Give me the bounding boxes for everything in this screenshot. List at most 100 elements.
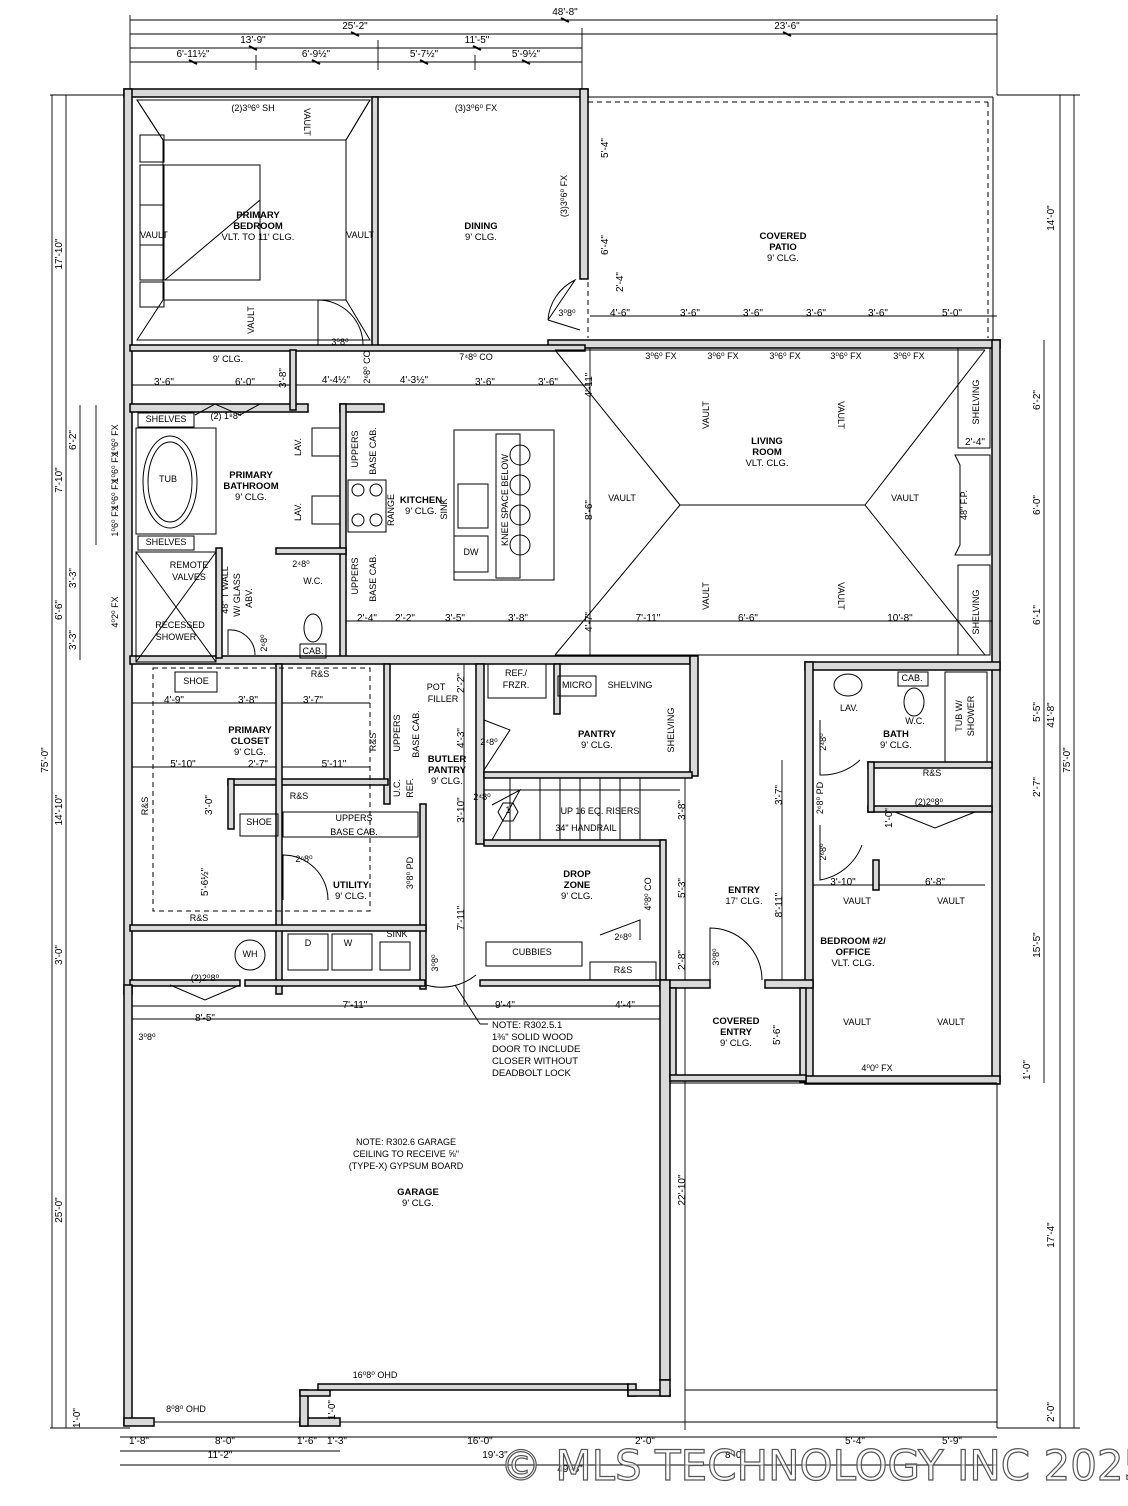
label-4: 3⁰8⁰ — [331, 337, 349, 347]
label-39: R&S — [923, 768, 942, 778]
label-43: 34" HANDRAIL — [555, 823, 616, 833]
door-note-line-2: 1⅜" SOLID WOOD — [492, 1032, 573, 1043]
room-ceiling: 9' CLG. — [405, 506, 437, 517]
room-name-line-2: ROOM — [752, 447, 782, 458]
dimension-interior_v-19: 22'-10" — [677, 1174, 688, 1205]
vertical-label-44: 3⁰8⁰ — [711, 948, 721, 966]
door-note-line-1: NOTE: R302.5.1 — [492, 1020, 562, 1031]
dimension-tick — [248, 45, 258, 51]
label-11: 3⁰6⁰ FX — [830, 351, 861, 361]
label-0: (2)3⁰6⁰ SH — [231, 103, 274, 113]
dimension-interior-20: 4'-9" — [164, 695, 184, 706]
room-ceiling: 9' CLG. — [581, 740, 613, 751]
vertical-label-33: BASE CAB. — [411, 710, 421, 758]
vertical-label-43: 3⁰8⁰ — [430, 954, 440, 972]
room-name-line-2: ZONE — [564, 880, 590, 891]
dimension-tick — [311, 59, 321, 65]
dimension-interior_v-15: 2'-8" — [677, 950, 688, 970]
dimension-tick — [472, 45, 482, 51]
dimension-interior-0: 3'-6" — [154, 377, 174, 388]
room-ceiling: 9' CLG. — [561, 891, 593, 902]
dimension-top-8: 5'-9½" — [512, 49, 541, 60]
dimension-bottom-10: 19'-3" — [482, 1450, 508, 1461]
label-55: D — [305, 938, 312, 948]
dimension-top-4: 11'-5" — [465, 35, 490, 46]
vertical-label-20: 4⁰2⁰ FX — [110, 596, 120, 627]
dimension-interior_v-16: 5'-6" — [772, 1025, 783, 1045]
label-33: POT — [427, 682, 446, 692]
dimension-bottom-2: 1'-6" — [297, 1436, 317, 1447]
vertical-label-28: SHELVING — [971, 590, 981, 635]
label-61: 3⁰8⁰ — [138, 1032, 156, 1042]
dimension-bottom-3: 1'-3" — [327, 1436, 347, 1447]
dimension-interior-17: 7'-11" — [636, 613, 661, 624]
vertical-label-18: W/ GLASS — [232, 573, 242, 617]
dimension-bottom-8: 5'-9" — [942, 1436, 962, 1447]
vertical-label-2: (3)3⁰6⁰ FX — [559, 175, 569, 217]
dimension-interior-6: 4'-6" — [610, 308, 630, 319]
label-56: W — [344, 938, 353, 948]
dimension-interior_v-3: 3'-8" — [278, 368, 289, 388]
dimension-bottom-11: 49'-6" — [557, 1464, 583, 1475]
label-32: SHELVING — [608, 680, 653, 690]
vertical-label-21: 2⁶8⁰ — [259, 634, 269, 652]
label-41: (2)2⁰8⁰ — [915, 797, 944, 807]
label-34: FILLER — [428, 694, 459, 704]
vertical-label-34: R&S — [368, 733, 378, 752]
dimension-bottom-0: 1'-8" — [129, 1436, 149, 1447]
label-3: VAULT — [346, 230, 374, 240]
dimension-interior-24: 2'-7" — [248, 759, 268, 770]
dimension-interior-23: 5'-10" — [170, 759, 196, 770]
room-ceiling: 9' CLG. — [720, 1038, 752, 1049]
fixtures — [135, 99, 991, 1001]
dimension-interior-21: 3'-8" — [238, 695, 258, 706]
dimension-top-7: 5'-7½" — [410, 49, 439, 60]
dimension-interior_v-0: 5'-4" — [600, 138, 611, 158]
room-ceiling: VLT. CLG. — [745, 458, 788, 469]
dimension-interior-1: 6'-0" — [235, 377, 255, 388]
dimension-left-5: 6'-6" — [54, 600, 65, 620]
dimension-interior-9: 3'-6" — [806, 308, 826, 319]
label-65: 16⁰8⁰ OHD — [353, 1370, 398, 1380]
label-2: VAULT — [140, 230, 168, 240]
vertical-label-0: VAULT — [302, 108, 312, 136]
label-52: R&S — [190, 913, 209, 923]
label-18: VAULT — [891, 493, 919, 503]
vertical-label-13: SINK — [439, 498, 449, 519]
room-name-line-2: PANTRY — [428, 765, 467, 776]
dimension-right-4: 41'-8" — [1046, 702, 1057, 728]
dimension-left-0: 17'-10" — [54, 238, 65, 269]
label-36: W.C. — [905, 716, 925, 726]
vertical-label-23: VAULT — [836, 401, 846, 429]
dimension-interior-19: 10'-8" — [887, 613, 913, 624]
dimension-left-8: 3'-0" — [54, 945, 65, 965]
dimension-tick — [560, 17, 570, 23]
dimension-interior_v-7: 2'-2" — [456, 673, 467, 693]
label-46: SHOE — [246, 817, 272, 827]
vertical-label-14: KNEE SPACE BELOW — [500, 454, 510, 546]
label-30: FRZR. — [503, 680, 530, 690]
dimension-interior_v-5: 8'-6" — [584, 500, 595, 520]
dimension-bottom-1: 8'-0" — [215, 1436, 235, 1447]
vertical-label-35: U.C. — [392, 779, 402, 797]
dimension-interior-27: 6'-8" — [925, 877, 945, 888]
vertical-label-29: SHELVING — [666, 708, 676, 753]
dimension-interior-30: 9'-4" — [495, 1000, 515, 1011]
room-name: BUTLER — [428, 754, 467, 765]
room-name-line-2: OFFICE — [836, 947, 871, 958]
dimension-left-1: 75'-0" — [40, 747, 51, 773]
dimension-right-3: 6'-1" — [1032, 605, 1043, 625]
label-6: 9' CLG. — [213, 354, 243, 364]
dimension-interior-16: 3'-8" — [508, 613, 528, 624]
garage-note-line-3: (TYPE-X) GYPSUM BOARD — [349, 1161, 464, 1171]
vertical-label-3: 2⁶8⁰ CO — [362, 350, 372, 383]
dimension-top-3: 13'-9" — [240, 35, 266, 46]
vertical-label-24: VAULT — [701, 582, 711, 610]
label-20: VALVES — [172, 572, 206, 582]
